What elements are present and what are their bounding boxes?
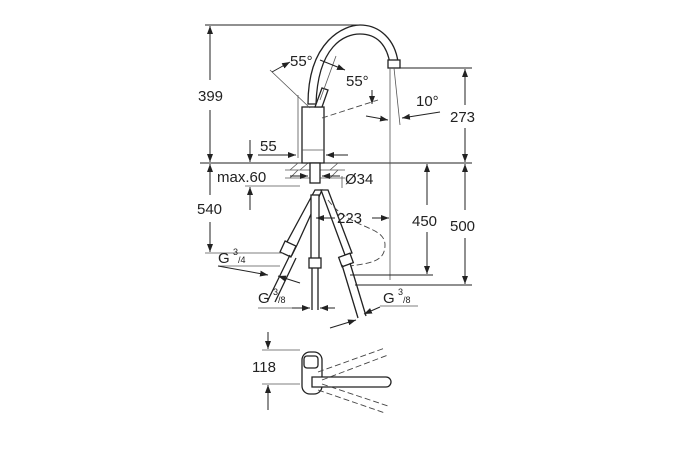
pullout-height-label: 450 [412,213,437,230]
total-height-label: 399 [198,88,223,105]
dim-spout-reach: 223 [316,210,389,227]
dim-total-height: 399 [198,24,360,162]
outlet-height-label: 273 [450,109,475,126]
thread-g: G [218,250,230,267]
below-counter-label: 500 [450,218,475,235]
thread-num: 3 [398,287,403,297]
hole-diameter-label: Ø34 [345,171,373,188]
thread-den: /4 [238,255,246,265]
dim-pullout-height: 450 [350,164,437,276]
dim-hose-length: 540 [197,164,283,254]
thread-g: G [258,290,270,307]
hoses [267,189,386,319]
connection-right: G 3 /8 [329,287,418,329]
thread-num: 3 [233,247,238,257]
dim-counter-thickness: max.60 Ø34 [217,140,373,210]
thread-den: /8 [403,295,411,305]
dim-body-width: 55 [258,95,348,158]
connection-left: G 3 /8 [258,287,335,311]
handle-angles: 55° 55° [269,53,389,122]
thread-num: 3 [273,287,278,297]
counter-thickness-label: max.60 [217,169,266,186]
connection-main: G 3 /4 [217,247,301,284]
spout-reach-label: 223 [337,210,362,227]
handle-angle-right-label: 55° [346,73,369,90]
top-view-depth-label: 118 [252,359,276,376]
spout-angle-label: 10° [416,93,439,110]
handle-angle-left-label: 55° [290,53,313,70]
spout-angle: 10° [389,67,441,280]
faucet-side-view [301,24,401,184]
thread-den: /8 [278,295,286,305]
dim-below-counter: 500 [355,164,475,286]
dim-outlet-height: 273 [400,67,475,162]
faucet-top-view: 118 [252,332,392,414]
body-width-label: 55 [260,138,277,155]
thread-g: G [383,290,395,307]
hose-length-label: 540 [197,201,222,218]
